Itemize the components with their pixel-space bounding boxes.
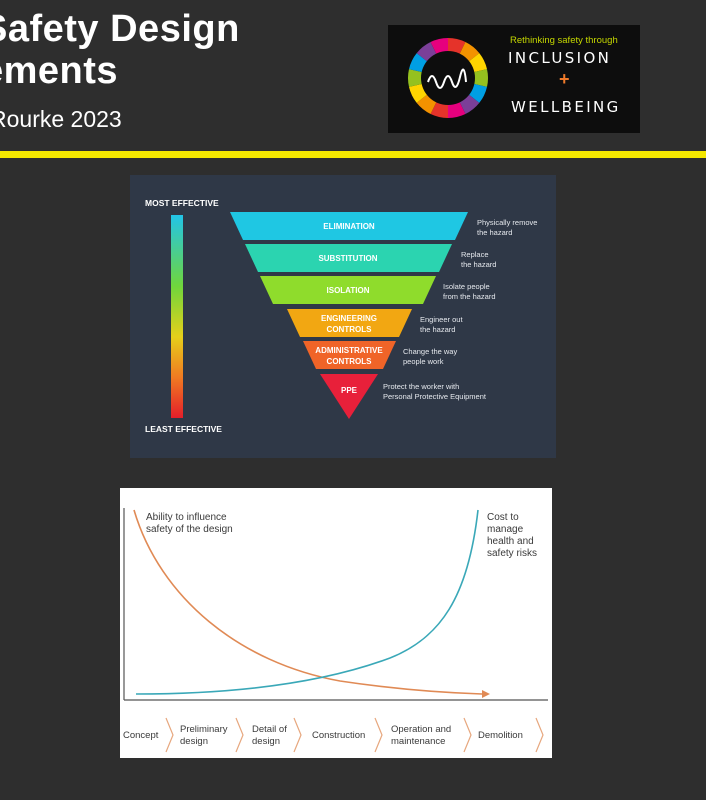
logo-tagline: Rethinking safety through [510,35,618,46]
level-administrative-desc-1: Change the way [403,347,457,356]
stage-operation-2: maintenance [391,736,445,747]
most-effective-label: MOST EFFECTIVE [145,198,219,208]
slide-title: Safety Design ements [0,8,240,92]
cost-label-3: health and [487,536,534,547]
cost-label-4: safety risks [487,548,537,559]
influence-curve [133,509,483,695]
logo-inclusion: INCLUSION [508,49,612,67]
inclusion-wellbeing-logo: Rethinking safety through INCLUSION + WE… [388,25,640,133]
effectiveness-gradient-bar [171,215,183,418]
influence-arrow-icon [482,690,490,698]
stage-preliminary-1: Preliminary [180,724,228,735]
design-influence-cost-figure: Ability to influence safety of the desig… [120,488,552,758]
level-elimination-label: ELIMINATION [323,222,375,231]
level-ppe-label: PPE [341,386,358,395]
stage-detail-1: Detail of [252,724,287,735]
logo-plus: + [559,69,570,89]
level-ppe-desc-1: Protect the worker with [383,382,459,391]
level-isolation [260,276,436,304]
stage-operation-1: Operation and [391,724,451,735]
slide-title-line-1: Safety Design [0,8,240,50]
level-elimination [230,212,468,240]
least-effective-label: LEAST EFFECTIVE [145,424,222,434]
hierarchy-of-controls-figure: MOST EFFECTIVE LEAST EFFECTIVE ELIMINATI… [130,175,556,458]
level-isolation-desc-1: Isolate people [443,282,490,291]
yellow-divider [0,151,706,158]
stage-detail-2: design [252,736,280,747]
slide-title-line-2: ements [0,50,119,92]
level-administrative-label-2: CONTROLS [327,357,373,366]
logo-ring-icon [407,38,489,118]
stage-preliminary-2: design [180,736,208,747]
stage-concept: Concept [123,730,159,741]
cost-curve [135,509,479,695]
influence-label-2: safety of the design [146,524,233,535]
level-substitution-desc-1: Replace [461,250,489,259]
level-engineering-desc-2: the hazard [420,325,455,334]
stage-chevrons [165,717,544,753]
level-substitution [245,244,452,272]
level-engineering-label-2: CONTROLS [327,325,373,334]
level-elimination-desc-2: the hazard [477,228,512,237]
level-ppe-desc-2: Personal Protective Equipment [383,392,487,401]
level-ppe [320,374,378,419]
stage-construction: Construction [312,730,365,741]
level-engineering-desc-1: Engineer out [420,315,463,324]
wave-icon [427,68,467,89]
level-administrative-label-1: ADMINISTRATIVE [315,346,383,355]
cost-label-1: Cost to [487,512,519,523]
level-substitution-desc-2: the hazard [461,260,496,269]
level-administrative-controls [303,341,396,369]
stage-demolition: Demolition [478,730,523,741]
level-substitution-label: SUBSTITUTION [318,254,377,263]
level-elimination-desc-1: Physically remove [477,218,537,227]
influence-label-1: Ability to influence [146,512,227,523]
logo-wellbeing: WELLBEING [511,98,621,116]
slide-author: Rourke 2023 [0,106,122,132]
level-administrative-desc-2: people work [403,357,444,366]
level-engineering-label-1: ENGINEERING [321,314,377,323]
level-isolation-label: ISOLATION [327,286,370,295]
level-engineering-controls [287,309,412,337]
level-isolation-desc-2: from the hazard [443,292,496,301]
cost-label-2: manage [487,524,524,535]
